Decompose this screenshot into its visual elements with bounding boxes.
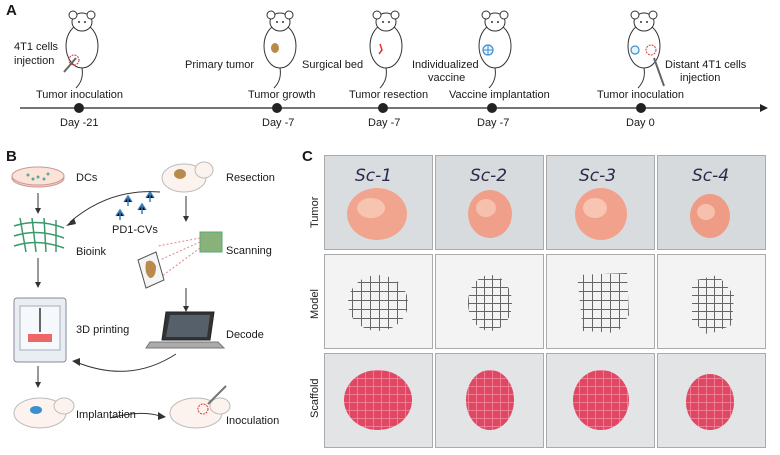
- note-individualized: Individualized: [412, 59, 479, 71]
- timeline-dot-5: [636, 103, 646, 113]
- event-above-1: Tumor inoculation: [36, 89, 124, 101]
- scanner-icon: [137, 231, 223, 289]
- event-above-2: Tumor growth: [248, 89, 316, 101]
- pd1-cv-icon: [115, 190, 155, 220]
- event-day-4: Day -7: [477, 117, 510, 129]
- event-day-1: Day -21: [60, 117, 99, 129]
- label-inoculation: Inoculation: [226, 415, 280, 427]
- mouse-1-icon: [63, 10, 99, 89]
- event-above-5: Tumor inoculation: [597, 89, 685, 101]
- timeline-dot-1: [74, 103, 84, 113]
- panel-label-b: B: [6, 148, 17, 165]
- label-pd1-cvs: PD1-CVs: [112, 224, 158, 236]
- timeline-arrowhead: [760, 104, 768, 112]
- scaffold-photo-1: [324, 353, 433, 448]
- scaffold-photo-2: [435, 353, 544, 448]
- event-above-4: Vaccine implantation: [449, 89, 550, 101]
- 3d-printer-icon: [13, 297, 67, 363]
- bioink-mesh-icon: [13, 217, 65, 253]
- label-bioink: Bioink: [76, 246, 106, 258]
- tumor-photo-4: Sc-4: [657, 155, 766, 250]
- note-4t1-cells: 4T1 cells: [14, 41, 59, 53]
- scaffold-photo-3: [546, 353, 655, 448]
- sample-label-2: Sc-2: [470, 166, 508, 186]
- model-render-4: [657, 254, 766, 349]
- note-distant-injection: injection: [680, 72, 721, 84]
- row-label-scaffold: Scaffold: [309, 378, 321, 418]
- note-distant-cells: Distant 4T1 cells: [665, 59, 747, 71]
- resection-mouse-icon: [161, 161, 214, 193]
- timeline-dot-2: [272, 103, 282, 113]
- mouse-3-icon: [369, 10, 403, 89]
- row-label-model: Model: [309, 289, 321, 319]
- petri-dish-icon: [11, 166, 65, 188]
- event-day-5: Day 0: [626, 117, 655, 129]
- note-surgical-bed: Surgical bed: [302, 59, 364, 71]
- scaffold-photo-4: [657, 353, 766, 448]
- row-label-tumor: Tumor: [309, 196, 321, 228]
- label-dcs: DCs: [76, 172, 98, 184]
- label-scanning: Scanning: [226, 245, 272, 257]
- event-day-3: Day -7: [368, 117, 401, 129]
- label-resection: Resection: [226, 172, 275, 184]
- label-implantation: Implantation: [76, 409, 136, 421]
- tumor-photo-1: Sc-1: [324, 155, 433, 250]
- event-above-3: Tumor resection: [349, 89, 429, 101]
- tumor-photo-3: Sc-3: [546, 155, 655, 250]
- sample-label-4: Sc-4: [692, 166, 730, 186]
- timeline-graphic: [20, 10, 768, 113]
- timeline-dot-3: [378, 103, 388, 113]
- label-3d-printing: 3D printing: [76, 324, 130, 336]
- model-render-1: [324, 254, 433, 349]
- panel-label-a: A: [6, 2, 17, 19]
- model-render-3: [546, 254, 655, 349]
- event-day-2: Day -7: [262, 117, 295, 129]
- note-injection: injection: [14, 55, 55, 67]
- inoculation-mouse-icon: [169, 385, 231, 429]
- workflow-graphic: [11, 161, 231, 429]
- label-decode: Decode: [226, 329, 264, 341]
- mouse-5-icon: [627, 10, 665, 89]
- laptop-icon: [145, 311, 226, 349]
- panel-label-c: C: [302, 148, 313, 165]
- mouse-2-icon: [263, 10, 297, 89]
- sample-label-1: Sc-1: [355, 166, 393, 186]
- tumor-photo-2: Sc-2: [435, 155, 544, 250]
- note-primary-tumor: Primary tumor: [185, 59, 255, 71]
- note-vaccine: vaccine: [428, 72, 466, 84]
- timeline-dot-4: [487, 103, 497, 113]
- mouse-4-icon: [478, 10, 512, 89]
- sample-label-3: Sc-3: [579, 166, 617, 186]
- implant-mouse-icon: [13, 397, 75, 429]
- model-render-2: [435, 254, 544, 349]
